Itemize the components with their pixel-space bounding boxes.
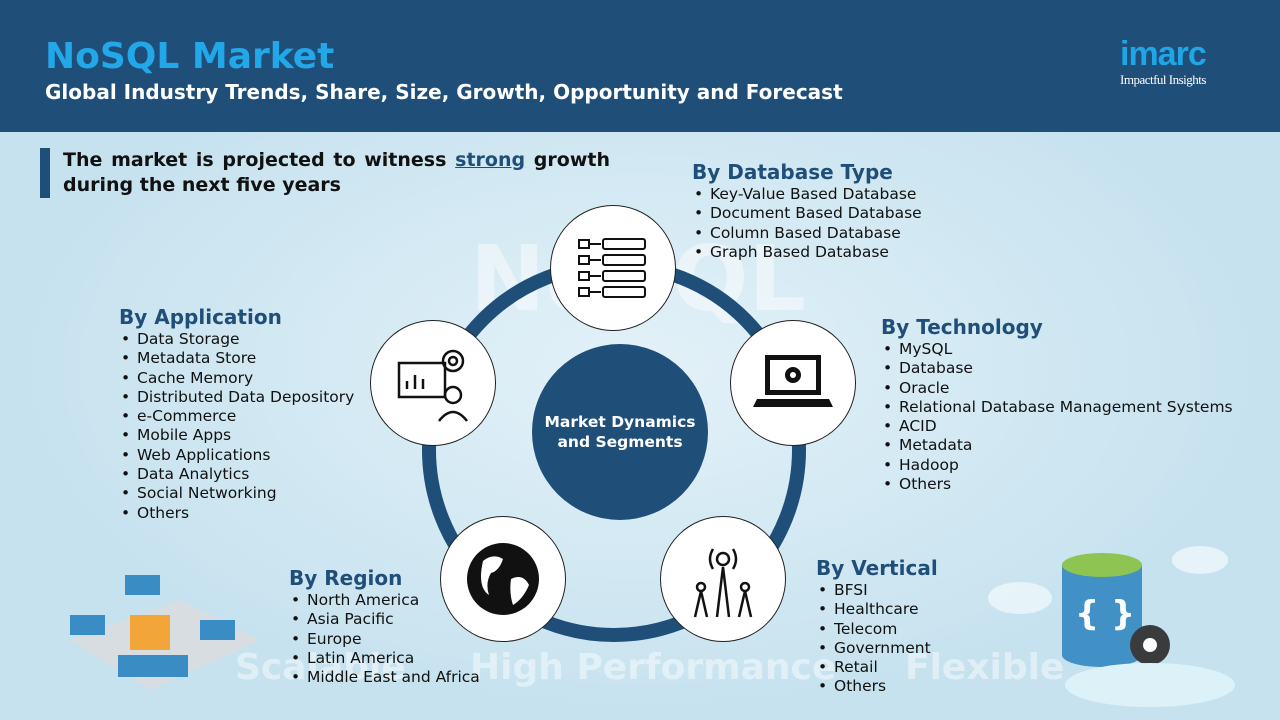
list-item: Healthcare bbox=[816, 600, 938, 620]
segment-title: By Database Type bbox=[692, 160, 893, 184]
segment-title: By Technology bbox=[881, 315, 1043, 339]
list-item: Others bbox=[881, 475, 1233, 495]
list-item: Metadata Store bbox=[119, 349, 354, 369]
analytics-person-icon bbox=[397, 349, 468, 422]
intro-statement: The market is projected to witness stron… bbox=[40, 148, 610, 198]
list-item: Hadoop bbox=[881, 456, 1233, 476]
technology-node bbox=[730, 320, 856, 446]
laptop-gear-icon bbox=[753, 355, 833, 407]
antenna-tower-icon bbox=[693, 548, 753, 618]
imarc-logo: imarc Impactful Insights bbox=[1120, 36, 1245, 88]
segment-application: By Application Data StorageMetadata Stor… bbox=[119, 305, 354, 523]
segment-title: By Vertical bbox=[816, 556, 938, 580]
list-item: Data Analytics bbox=[119, 465, 354, 485]
list-item: Distributed Data Depository bbox=[119, 388, 354, 408]
list-item: Social Networking bbox=[119, 484, 354, 504]
list-item: Europe bbox=[289, 630, 480, 650]
list-item: Key-Value Based Database bbox=[692, 185, 922, 205]
database-type-node bbox=[550, 205, 676, 331]
list-item: MySQL bbox=[881, 340, 1233, 360]
intro-highlight: strong bbox=[455, 149, 526, 171]
list-item: North America bbox=[289, 591, 480, 611]
segment-title: By Application bbox=[119, 305, 282, 329]
globe-icon bbox=[467, 543, 539, 615]
list-item: Telecom bbox=[816, 620, 938, 640]
list-item: Oracle bbox=[881, 379, 1233, 399]
page-subtitle: Global Industry Trends, Share, Size, Gro… bbox=[45, 80, 843, 104]
list-item: BFSI bbox=[816, 581, 938, 601]
watermark-high-performance: High Performance bbox=[470, 647, 837, 688]
list-item: Mobile Apps bbox=[119, 426, 354, 446]
logo-word: imarc bbox=[1120, 35, 1207, 73]
list-item: Graph Based Database bbox=[692, 243, 922, 263]
segment-vertical: By Vertical BFSIHealthcareTelecomGovernm… bbox=[816, 556, 938, 697]
segment-technology: By Technology MySQLDatabaseOracleRelatio… bbox=[881, 315, 1233, 495]
list-arrows-icon bbox=[578, 238, 646, 298]
segment-title: By Region bbox=[289, 566, 403, 590]
list-item: Web Applications bbox=[119, 446, 354, 466]
list-item: Government bbox=[816, 639, 938, 659]
logo-tagline: Impactful Insights bbox=[1120, 72, 1206, 87]
list-item: Middle East and Africa bbox=[289, 668, 480, 688]
vertical-node bbox=[660, 516, 786, 642]
network-illustration bbox=[70, 575, 260, 690]
list-item: Metadata bbox=[881, 436, 1233, 456]
list-item: Document Based Database bbox=[692, 204, 922, 224]
svg-text:{ }: { } bbox=[1075, 594, 1135, 634]
list-item: e-Commerce bbox=[119, 407, 354, 427]
list-item: Asia Pacific bbox=[289, 610, 480, 630]
list-item: Latin America bbox=[289, 649, 480, 669]
list-item: Others bbox=[119, 504, 354, 524]
list-item: Data Storage bbox=[119, 330, 354, 350]
segment-database-type: By Database Type Key-Value Based Databas… bbox=[692, 160, 922, 262]
intro-text-end: growth during the next five years bbox=[63, 149, 610, 196]
segment-region: By Region North AmericaAsia PacificEurop… bbox=[289, 566, 480, 688]
intro-text: The market is projected to witness bbox=[63, 149, 456, 171]
application-node bbox=[370, 320, 496, 446]
center-label: Market Dynamics and Segments bbox=[532, 344, 708, 520]
list-item: ACID bbox=[881, 417, 1233, 437]
list-item: Relational Database Management Systems bbox=[881, 398, 1233, 418]
list-item: Others bbox=[816, 677, 938, 697]
database-illustration: { } bbox=[988, 546, 1235, 707]
list-item: Cache Memory bbox=[119, 369, 354, 389]
page-title: NoSQL Market bbox=[45, 36, 335, 77]
header-banner: NoSQL Market Global Industry Trends, Sha… bbox=[0, 0, 1280, 132]
list-item: Column Based Database bbox=[692, 224, 922, 244]
list-item: Retail bbox=[816, 658, 938, 678]
list-item: Database bbox=[881, 359, 1233, 379]
